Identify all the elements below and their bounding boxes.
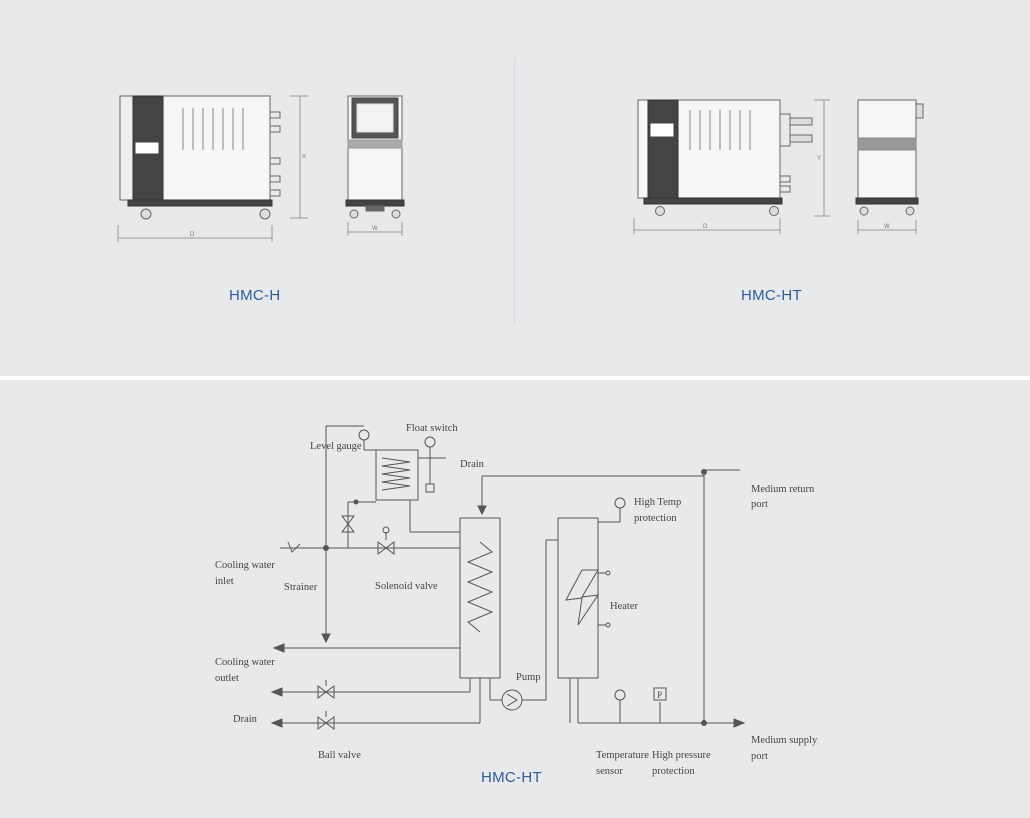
hmc-h-width-label: W: [372, 226, 378, 232]
label-medium-return-2: port: [751, 499, 768, 510]
label-drain-left: Drain: [233, 714, 258, 725]
piping: [270, 425, 746, 730]
diagram-caption: HMC-HT: [481, 769, 542, 786]
flow-diagram: Level gauge Float switch Drain Medium re…: [215, 423, 818, 777]
label-high-pressure-1: High pressure: [652, 750, 711, 761]
label-temp-sensor-2: sensor: [596, 766, 623, 777]
models-drawings: D X W: [117, 95, 924, 242]
label-pressure-symbol: P: [657, 690, 662, 700]
temp-sensor-icon: [614, 689, 626, 701]
level-gauge-icon: [358, 429, 370, 441]
label-cooling-inlet-1: Cooling water: [215, 560, 275, 571]
label-heater: Heater: [610, 601, 638, 612]
hmc-ht-height-label: Y: [817, 156, 821, 162]
label-high-temp-1: High Temp: [634, 497, 681, 508]
hmc-h-depth-label: D: [190, 232, 195, 238]
hmc-h-height-label: X: [302, 154, 306, 160]
high-temp-icon: [614, 497, 626, 509]
label-high-pressure-2: protection: [652, 766, 695, 777]
label-drain-top: Drain: [460, 459, 485, 470]
models-panel: D X W: [0, 0, 1030, 376]
hmc-ht-front-view: [855, 99, 924, 234]
hmc-ht-depth-label: D: [703, 224, 708, 230]
label-temp-sensor-1: Temperature: [596, 750, 649, 761]
hmc-ht-caption: HMC-HT: [741, 287, 802, 304]
tank-coil: [381, 457, 411, 491]
hmc-h-side-view: [117, 95, 308, 242]
panel-divider: [514, 58, 515, 324]
hmc-ht-width-label: W: [884, 224, 890, 230]
hmc-ht-side-view: [633, 99, 830, 234]
label-solenoid: Solenoid valve: [375, 581, 438, 592]
label-cooling-outlet-2: outlet: [215, 673, 239, 684]
label-strainer: Strainer: [284, 582, 318, 593]
label-cooling-inlet-2: inlet: [215, 576, 234, 587]
label-medium-return-1: Medium return: [751, 484, 815, 495]
hmc-h-caption: HMC-H: [229, 287, 281, 304]
tank: [375, 449, 419, 501]
hmc-h-front-view: [345, 95, 405, 236]
float-switch-icon: [424, 436, 436, 448]
label-pump: Pump: [516, 672, 541, 683]
label-ball-valve: Ball valve: [318, 750, 361, 761]
label-level-gauge: Level gauge: [310, 441, 362, 452]
label-medium-supply-2: port: [751, 751, 768, 762]
heater-element: [565, 569, 600, 626]
label-high-temp-2: protection: [634, 513, 677, 524]
label-float-switch: Float switch: [406, 423, 458, 434]
pressure-switch-icon: [653, 687, 667, 701]
flow-diagram-panel: Level gauge Float switch Drain Medium re…: [0, 380, 1030, 818]
pump-icon: [501, 689, 523, 711]
label-medium-supply-1: Medium supply: [751, 735, 818, 746]
cooler-coil: [466, 541, 494, 633]
label-cooling-outlet-1: Cooling water: [215, 657, 275, 668]
